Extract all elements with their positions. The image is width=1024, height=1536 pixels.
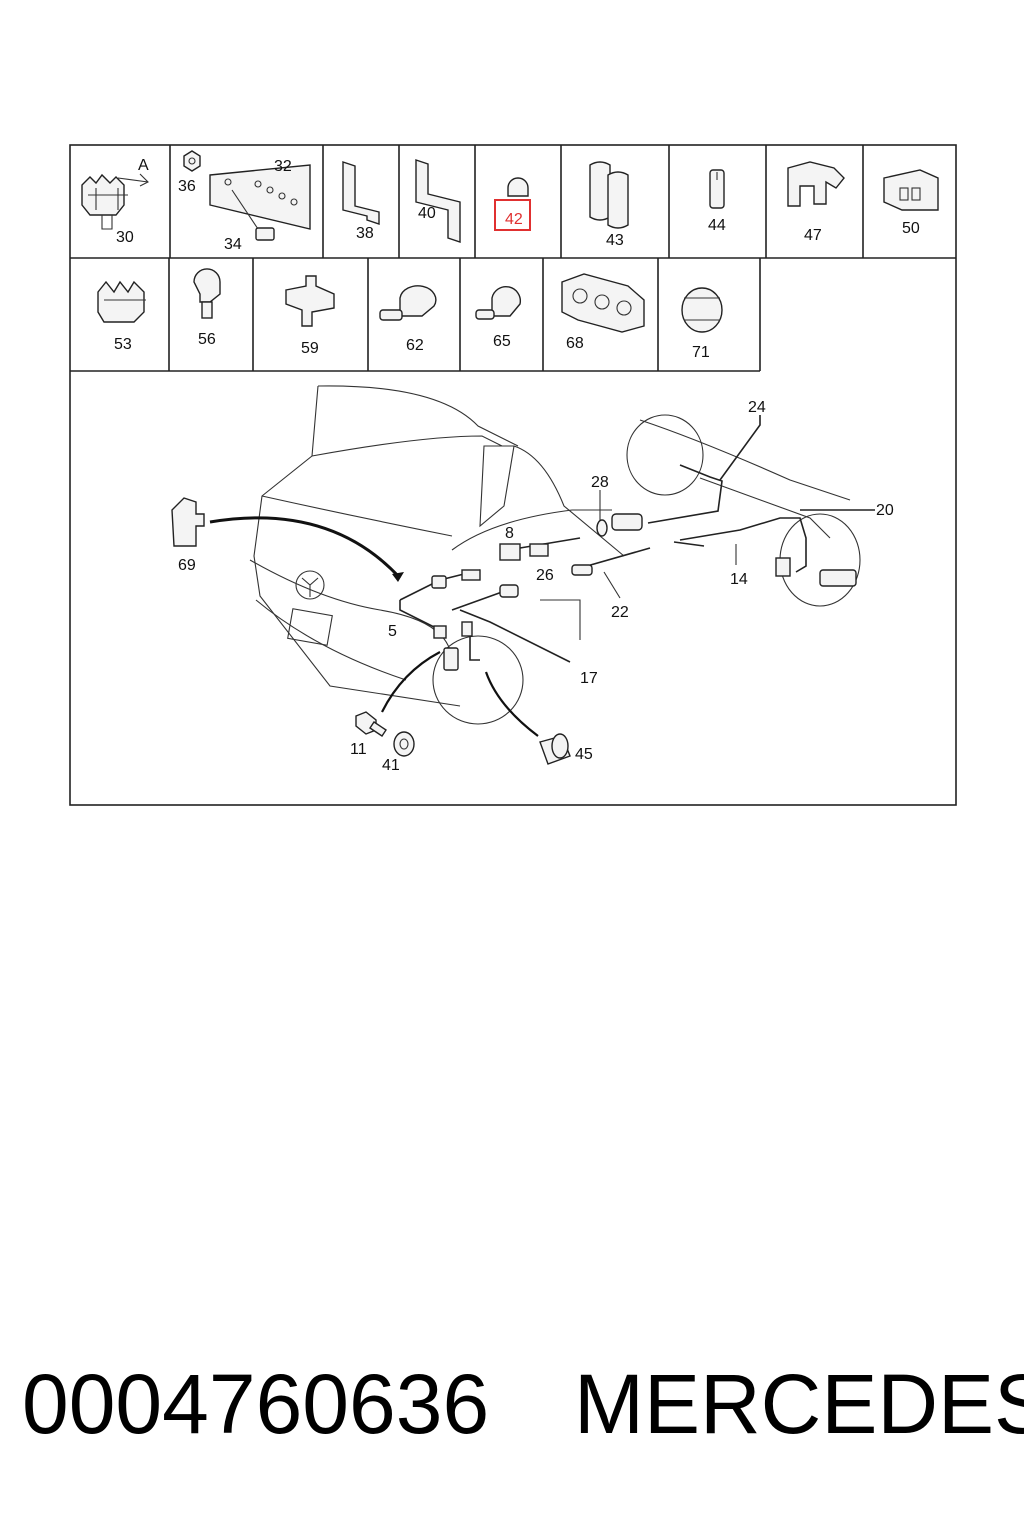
callout-20: 20 [876, 502, 894, 519]
part-42-highlight-box[interactable] [494, 199, 531, 231]
label-71: 71 [692, 344, 710, 361]
part-34-bolt-icon [231, 189, 275, 241]
callout-28: 28 [591, 474, 609, 491]
callout-41: 41 [382, 757, 400, 774]
part-40-bracket-icon [415, 159, 461, 243]
label-47: 47 [804, 227, 822, 244]
label-42: 42 [505, 211, 523, 228]
label-68: 68 [566, 335, 584, 352]
label-59: 59 [301, 340, 319, 357]
label-65: 65 [493, 333, 511, 350]
part-56-clamp-icon [193, 268, 221, 319]
part-47-holder-icon [787, 161, 845, 207]
row2-dividers [168, 258, 659, 371]
part-59-clamp-icon [285, 275, 335, 327]
part-71-grommet-icon [681, 287, 723, 333]
row1-dividers [169, 145, 864, 258]
callout-24: 24 [748, 399, 766, 416]
part-44-plug-icon [709, 169, 725, 209]
callout-26: 26 [536, 567, 554, 584]
part-30-clip-icon [81, 173, 149, 230]
part-38-bracket-icon [342, 161, 380, 225]
label-A: A [138, 157, 149, 174]
label-36: 36 [178, 178, 196, 195]
callout-45: 45 [575, 746, 593, 763]
label-43: 43 [606, 232, 624, 249]
sensor-cables [399, 415, 875, 671]
part-45-cap-icon [539, 733, 571, 765]
part-32-bracket-icon [209, 164, 311, 230]
part-62-clip-icon [379, 285, 437, 321]
callout-8: 8 [505, 525, 514, 542]
part-11-bolt-icon [355, 711, 387, 737]
label-56: 56 [198, 331, 216, 348]
label-38: 38 [356, 225, 374, 242]
part-50-holder-icon [883, 169, 939, 211]
label-32: 32 [274, 158, 292, 175]
part-36-nut-icon [183, 150, 201, 172]
part-53-clip-icon [97, 280, 146, 323]
label-50: 50 [902, 220, 920, 237]
label-53: 53 [114, 336, 132, 353]
callout-5: 5 [388, 623, 397, 640]
diagram-frame [69, 144, 957, 806]
callout-11: 11 [350, 741, 367, 758]
part-69-holder-icon [171, 497, 205, 547]
vehicle-outline [249, 385, 861, 725]
callout-69: 69 [178, 557, 196, 574]
part-42-clip-icon [507, 177, 529, 197]
callout-17: 17 [580, 670, 598, 687]
label-40: 40 [418, 205, 436, 222]
label-44: 44 [708, 217, 726, 234]
callout-14: 14 [730, 571, 748, 588]
brand-name: MERCEDES [574, 1357, 1024, 1451]
label-62: 62 [406, 337, 424, 354]
part-43-sleeve-icon [589, 161, 629, 229]
label-30: 30 [116, 229, 134, 246]
part-41-ring-icon [393, 731, 415, 757]
part-number: 0004760636 [22, 1357, 490, 1451]
label-34: 34 [224, 236, 242, 253]
leader-lines [599, 490, 737, 599]
part-68-multi-clip-icon [561, 273, 645, 333]
callout-22: 22 [611, 604, 629, 621]
arrows [209, 516, 539, 737]
part-65-clip-icon [475, 286, 522, 320]
